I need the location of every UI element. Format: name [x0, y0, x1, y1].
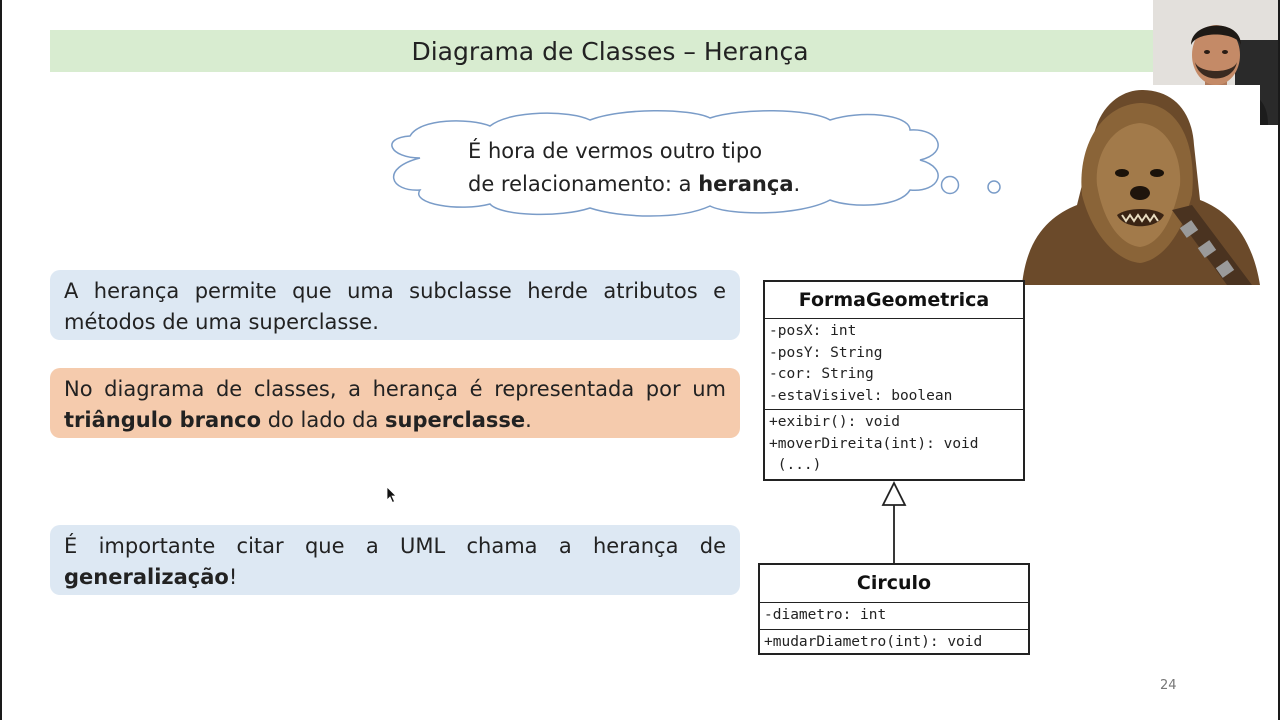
info-box-representation-suffix: .: [525, 408, 532, 432]
info-box-representation: No diagrama de classes, a herança é repr…: [50, 368, 740, 438]
uml-subclass-methods: +mudarDiametro(int): void: [760, 630, 1028, 656]
info-box-representation-bold2: superclasse: [385, 408, 526, 432]
info-box-representation-middle: do lado da: [261, 408, 385, 432]
right-border: [1278, 0, 1280, 720]
cloud-text: É hora de vermos outro tipo de relaciona…: [468, 135, 828, 201]
cloud-line-2-bold: herança: [698, 172, 794, 196]
uml-superclass-name: FormaGeometrica: [765, 282, 1023, 319]
info-box-inheritance: A herança permite que uma subclasse herd…: [50, 270, 740, 340]
uml-attribute: -estaVisivel: boolean: [769, 387, 953, 404]
info-box-generalization-suffix: !: [228, 565, 238, 589]
cloud-line-2-suffix: .: [793, 172, 801, 196]
uml-method: +mudarDiametro(int): void: [764, 633, 983, 650]
uml-subclass: Circulo -diametro: int +mudarDiametro(in…: [758, 563, 1030, 655]
uml-attribute: -cor: String: [769, 366, 874, 382]
inheritance-triangle-icon: [881, 480, 907, 564]
page-number: 24: [1160, 678, 1177, 693]
info-box-representation-bold1: triângulo branco: [64, 408, 262, 432]
uml-attribute: -posX: int: [769, 323, 857, 339]
slide-title: Diagrama de Classes – Herança: [50, 30, 1170, 72]
cloud-line-2-prefix: de relacionamento: a: [468, 172, 699, 196]
uml-method: +exibir(): void: [769, 414, 900, 430]
uml-method: (...): [769, 457, 822, 473]
uml-superclass: FormaGeometrica -posX: int -posY: String…: [763, 280, 1025, 481]
info-box-generalization: É importante citar que a UML chama a her…: [50, 525, 740, 595]
cloud-line-2: de relacionamento: a herança.: [468, 168, 828, 201]
uml-method: +moverDireita(int): void: [769, 435, 979, 452]
uml-superclass-methods: +exibir(): void +moverDireita(int): void…: [765, 410, 1023, 479]
uml-attribute: -diametro: int: [764, 607, 887, 623]
info-box-representation-prefix: No diagrama de classes, a herança é repr…: [64, 377, 726, 401]
mouse-cursor-icon: [386, 486, 397, 504]
chewbacca-image: [1022, 85, 1260, 285]
info-box-generalization-bold: generalização: [64, 565, 229, 589]
cloud-line-1: É hora de vermos outro tipo: [468, 139, 763, 163]
slide-title-text: Diagrama de Classes – Herança: [411, 36, 809, 66]
info-box-generalization-prefix: É importante citar que a UML chama a her…: [64, 534, 726, 558]
uml-subclass-attributes: -diametro: int: [760, 603, 1028, 630]
info-box-inheritance-text: A herança permite que uma subclasse herd…: [64, 279, 726, 334]
uml-attribute: -posY: String: [769, 344, 883, 361]
left-border: [0, 0, 2, 720]
uml-superclass-attributes: -posX: int -posY: String -cor: String -e…: [765, 319, 1023, 410]
uml-subclass-name: Circulo: [760, 565, 1028, 603]
